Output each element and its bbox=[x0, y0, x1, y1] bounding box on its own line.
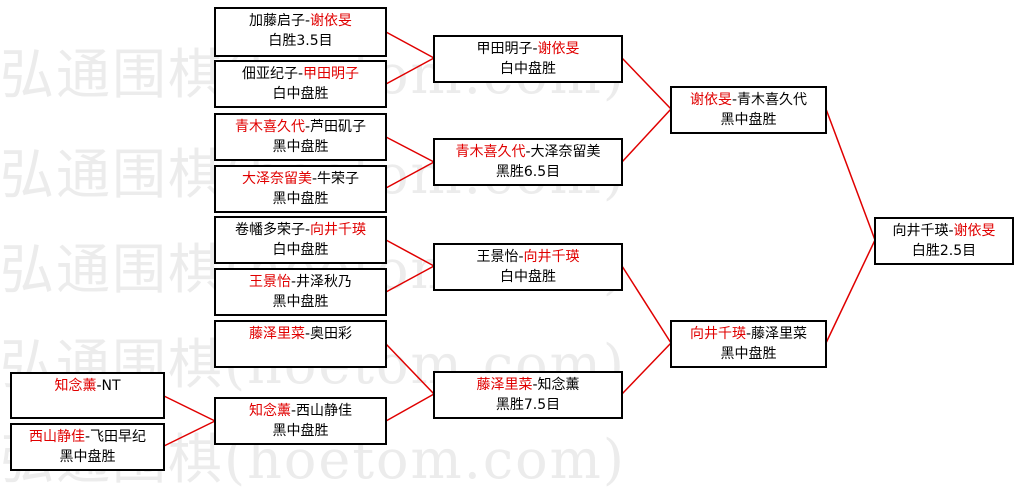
match-box: 知念薰-NT bbox=[10, 372, 165, 419]
match-result: 白胜2.5目 bbox=[911, 243, 977, 259]
winner-name: 藤泽里菜 bbox=[476, 377, 533, 393]
match-result: 黑中盘胜 bbox=[272, 191, 329, 207]
match-result: 白中盘胜 bbox=[272, 242, 329, 258]
match-result: 白中盘胜 bbox=[500, 61, 556, 77]
connector-line bbox=[621, 265, 672, 344]
player-name: 井泽秋乃 bbox=[296, 274, 353, 290]
winner-name: 王景怡 bbox=[248, 274, 291, 290]
winner-name: 谢依旻 bbox=[689, 92, 732, 108]
connector-line bbox=[385, 57, 435, 85]
match-result: 白中盘胜 bbox=[500, 269, 556, 285]
winner-name: 向井千瑛 bbox=[689, 326, 746, 342]
connector-line bbox=[385, 239, 435, 267]
match-result: 黑中盘胜 bbox=[720, 112, 777, 128]
connector-line bbox=[621, 342, 672, 395]
connector-line bbox=[825, 239, 876, 344]
player-name: 藤泽里菜 bbox=[751, 326, 808, 342]
match-result: 黑中盘胜 bbox=[59, 449, 116, 465]
player-name: 加藤启子 bbox=[248, 13, 305, 29]
connector-line bbox=[163, 420, 216, 447]
connector-line bbox=[385, 343, 435, 395]
match-box: 卷幡多荣子-向井千瑛 白中盘胜 bbox=[214, 216, 387, 264]
player-name: 甲田明子 bbox=[476, 41, 533, 57]
match-result: 黑中盘胜 bbox=[272, 423, 329, 439]
connector-line bbox=[385, 161, 435, 189]
connector-line bbox=[163, 395, 216, 422]
connector-line bbox=[385, 393, 435, 422]
connector-line bbox=[621, 108, 672, 163]
match-box: 大泽奈留美-牛荣子 黑中盘胜 bbox=[214, 165, 387, 213]
connector-line bbox=[825, 108, 876, 241]
match-box: 藤泽里菜-奥田彩 bbox=[214, 320, 387, 368]
match-result: 黑胜7.5目 bbox=[495, 397, 561, 413]
connector-line bbox=[621, 57, 672, 110]
match-result: 黑中盘胜 bbox=[272, 294, 329, 310]
connector-line bbox=[385, 31, 435, 59]
player-name: 卷幡多荣子 bbox=[234, 222, 305, 238]
connector-line bbox=[385, 136, 435, 163]
winner-name: 藤泽里菜 bbox=[248, 326, 305, 342]
match-result: 白胜3.5目 bbox=[268, 33, 333, 49]
match-box: 青木喜久代-大泽奈留美 黑胜6.5目 bbox=[433, 138, 623, 186]
match-box: 王景怡-井泽秋乃 黑中盘胜 bbox=[214, 268, 387, 316]
player-name: 青木喜久代 bbox=[737, 92, 808, 108]
match-result: 黑中盘胜 bbox=[272, 139, 329, 155]
winner-name: 青木喜久代 bbox=[455, 144, 526, 160]
winner-name: 向井千瑛 bbox=[523, 249, 580, 265]
player-name: 大泽奈留美 bbox=[530, 144, 601, 160]
winner-name: 谢依旻 bbox=[537, 41, 580, 57]
match-box: 加藤启子-谢依旻 白胜3.5目 bbox=[214, 7, 387, 57]
player-name: 向井千瑛 bbox=[892, 223, 949, 239]
match-result: 黑胜6.5目 bbox=[495, 164, 561, 180]
final-match-box: 向井千瑛-谢依旻 白胜2.5目 bbox=[874, 217, 1014, 265]
winner-name: 向井千瑛 bbox=[310, 222, 367, 238]
match-result: 黑中盘胜 bbox=[720, 346, 777, 362]
match-box: 王景怡-向井千瑛 白中盘胜 bbox=[433, 243, 623, 291]
match-box: 佃亚纪子-甲田明子 白中盘胜 bbox=[214, 60, 387, 108]
winner-name: 知念薰 bbox=[54, 378, 97, 394]
winner-name: 西山静佳 bbox=[28, 429, 85, 445]
winner-name: 大泽奈留美 bbox=[241, 171, 312, 187]
player-name: 飞田早纪 bbox=[90, 429, 147, 445]
connector-line bbox=[385, 265, 435, 293]
player-name: NT bbox=[101, 378, 121, 394]
winner-name: 甲田明子 bbox=[303, 66, 360, 82]
match-result: 白中盘胜 bbox=[272, 86, 329, 102]
winner-name: 谢依旻 bbox=[953, 223, 996, 239]
player-name: 芦田矶子 bbox=[310, 119, 367, 135]
player-name: 奥田彩 bbox=[310, 326, 353, 342]
match-box: 谢依旻-青木喜久代 黑中盘胜 bbox=[670, 86, 827, 134]
player-name: 西山静佳 bbox=[296, 403, 353, 419]
match-box: 知念薰-西山静佳 黑中盘胜 bbox=[214, 397, 387, 445]
player-name: 佃亚纪子 bbox=[241, 66, 298, 82]
match-box: 西山静佳-飞田早纪 黑中盘胜 bbox=[10, 423, 165, 471]
bracket-lines bbox=[163, 31, 876, 447]
player-name: 知念薰 bbox=[537, 377, 580, 393]
match-box: 甲田明子-谢依旻 白中盘胜 bbox=[433, 35, 623, 83]
winner-name: 青木喜久代 bbox=[234, 119, 305, 135]
match-box: 向井千瑛-藤泽里菜 黑中盘胜 bbox=[670, 320, 827, 368]
player-name: 牛荣子 bbox=[317, 171, 360, 187]
winner-name: 谢依旻 bbox=[310, 13, 353, 29]
match-box: 青木喜久代-芦田矶子 黑中盘胜 bbox=[214, 113, 387, 161]
winner-name: 知念薰 bbox=[248, 403, 291, 419]
player-name: 王景怡 bbox=[476, 249, 519, 265]
match-box: 藤泽里菜-知念薰 黑胜7.5目 bbox=[433, 371, 623, 419]
